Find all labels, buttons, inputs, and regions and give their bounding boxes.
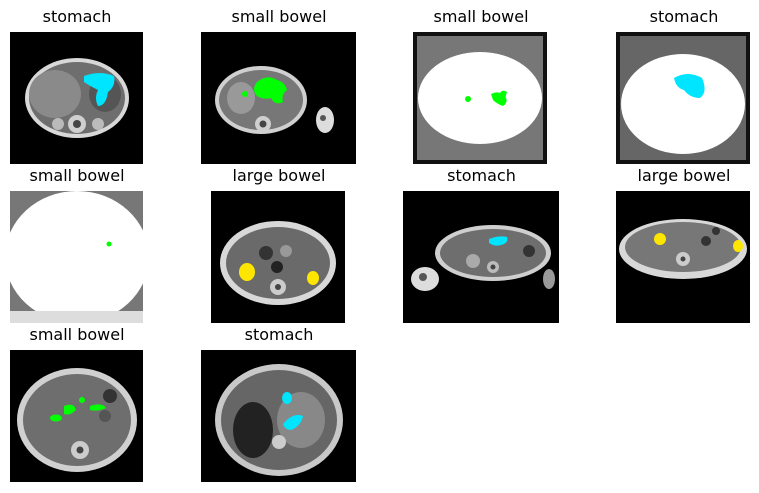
panel-10: stomach (201, 324, 357, 484)
panel-1: stomach (10, 6, 144, 166)
panel-title: stomach (244, 325, 314, 344)
stomach-mask (674, 74, 705, 98)
large-bowel-mask (239, 263, 255, 281)
panel-title: small bowel (433, 7, 529, 26)
stomach-mask (489, 236, 508, 246)
panel-title: large bowel (637, 166, 731, 185)
panel-9: small bowel (10, 324, 144, 484)
panel-3: small bowel (413, 6, 549, 166)
mri-slice-image (616, 191, 750, 323)
stomach-mask (84, 73, 115, 106)
small-bowel-mask (64, 404, 76, 415)
panel-8: large bowel (616, 165, 752, 325)
panel-4: stomach (616, 6, 752, 166)
panel-6: large bowel (211, 165, 347, 325)
mri-slice-image (10, 350, 143, 482)
panel-title: stomach (649, 7, 719, 26)
panel-2: small bowel (201, 6, 357, 166)
panel-title: small bowel (231, 7, 327, 26)
panel-5: small bowel (10, 165, 144, 325)
mri-slice-image (10, 32, 143, 164)
mri-slice-image (201, 32, 356, 164)
panel-title: small bowel (29, 166, 125, 185)
panel-7: stomach (403, 165, 560, 325)
panel-title: small bowel (29, 325, 125, 344)
small-bowel-mask (106, 241, 112, 247)
mri-slice-image (413, 32, 547, 164)
mri-slice-image (10, 191, 143, 323)
mri-slice-image (211, 191, 345, 323)
panel-title: stomach (42, 7, 112, 26)
panel-title: stomach (447, 166, 516, 185)
stomach-mask (282, 392, 292, 404)
large-bowel-mask (654, 233, 666, 245)
small-bowel-mask (254, 77, 287, 104)
mri-slice-image (616, 32, 750, 164)
mri-slice-image (403, 191, 559, 323)
panel-title: large bowel (232, 166, 326, 185)
mri-slice-image (201, 350, 356, 482)
